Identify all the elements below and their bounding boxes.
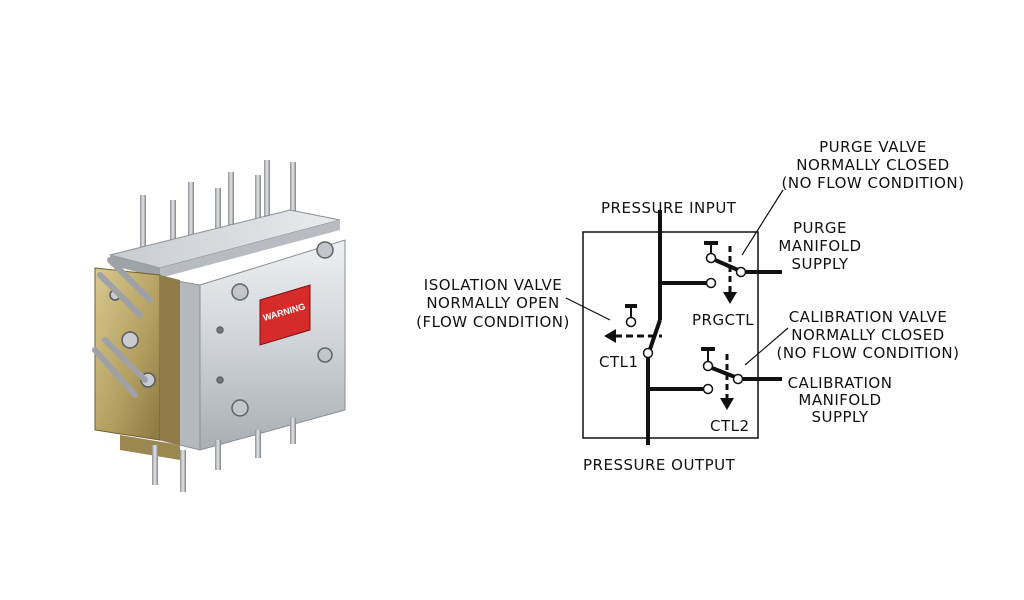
purge-valve-label-3: (NO FLOW CONDITION): [782, 174, 965, 192]
side-tubes: [92, 257, 153, 398]
isolation-valve-symbol: [604, 304, 662, 359]
purge-valve-symbol: [660, 241, 782, 304]
ctl2-label: CTL2: [710, 417, 750, 435]
ctl1-label: CTL1: [599, 353, 639, 371]
purge-valve-leader: [741, 189, 784, 256]
prgctl-label: PRGCTL: [692, 311, 754, 329]
isolation-valve-label-1: ISOLATION VALVE: [424, 276, 562, 294]
calibration-valve-label-2: NORMALLY CLOSED: [791, 326, 944, 344]
purge-supply-label-1: PURGE: [793, 219, 847, 237]
pressure-input-label: PRESSURE INPUT: [601, 199, 737, 217]
isolation-valve-label-2: NORMALLY OPEN: [426, 294, 559, 312]
calibration-valve-label-3: (NO FLOW CONDITION): [777, 344, 960, 362]
purge-supply-label-3: SUPPLY: [791, 255, 848, 273]
bottom-pins: [152, 418, 296, 492]
pressure-output-label: PRESSURE OUTPUT: [583, 456, 736, 474]
manifold-box: [582, 231, 759, 439]
purge-supply-label-2: MANIFOLD: [778, 237, 861, 255]
top-pins: [140, 160, 296, 250]
calibration-supply-label-2: MANIFOLD: [798, 391, 881, 409]
calibration-valve-symbol: [648, 347, 782, 410]
purge-valve-label-1: PURGE VALVE: [819, 138, 927, 156]
isolation-valve-leader: [565, 297, 611, 321]
calibration-supply-label-1: CALIBRATION: [788, 374, 893, 392]
calibration-supply-label-3: SUPPLY: [811, 408, 868, 426]
calibration-valve-leader: [744, 327, 789, 366]
calibration-valve-label-1: CALIBRATION VALVE: [789, 308, 948, 326]
valve-manifold-photo: WARNING: [92, 160, 346, 492]
isolation-valve-label-3: (FLOW CONDITION): [416, 313, 570, 331]
screws: [216, 241, 334, 417]
purge-valve-label-2: NORMALLY CLOSED: [796, 156, 949, 174]
